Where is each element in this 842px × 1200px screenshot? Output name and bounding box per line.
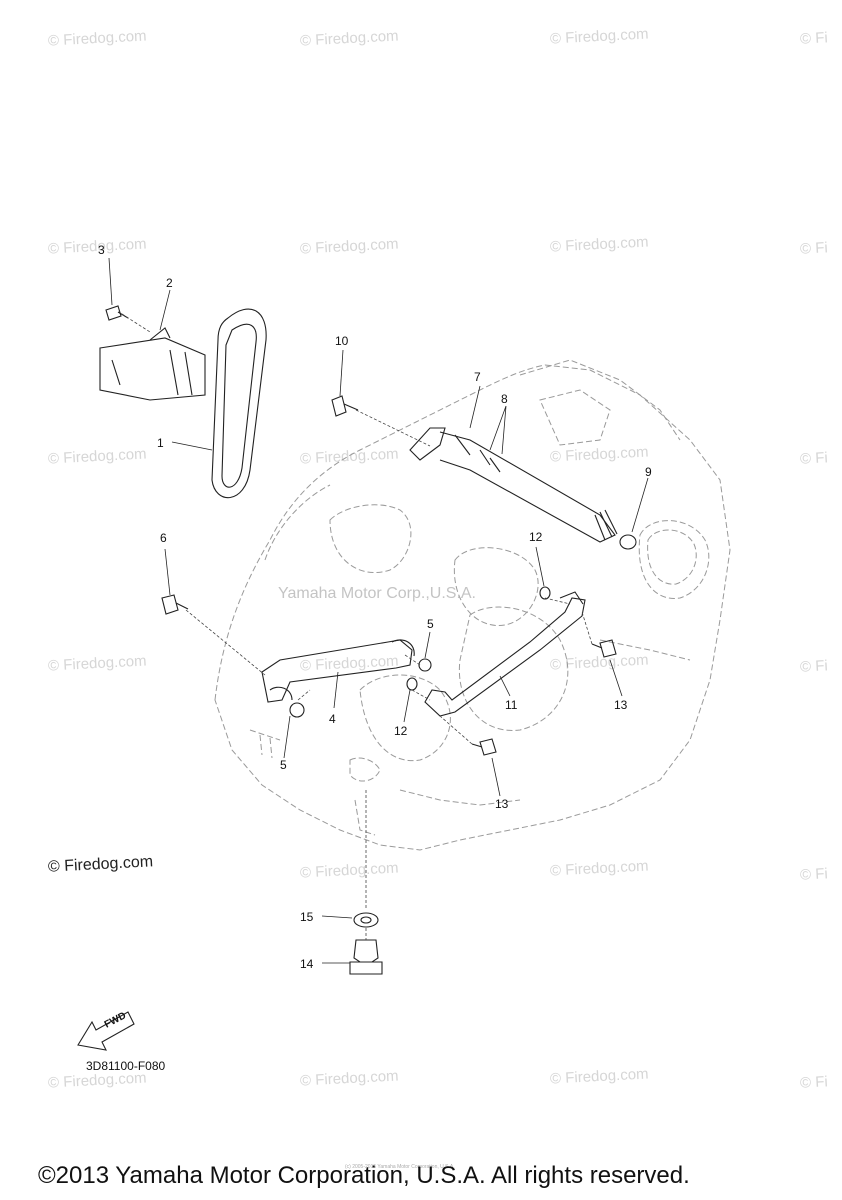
o-ring-part	[619, 534, 637, 550]
oil-pipe-part	[424, 597, 586, 717]
callout-label: 13	[495, 797, 509, 811]
fwd-arrow-icon	[77, 1011, 135, 1051]
leader-lines	[108, 257, 649, 964]
callout-label: 12	[529, 530, 543, 544]
chain-guide-part	[99, 337, 206, 401]
oil-pipe-part	[409, 427, 446, 461]
callout-label: 5	[280, 758, 287, 772]
callout-label: 15	[300, 910, 314, 924]
callout-label: 12	[394, 724, 408, 738]
drain-plug-part	[353, 939, 379, 963]
diagram-code: 3D81100-F080	[86, 1059, 166, 1073]
gasket-part	[353, 912, 379, 928]
bolt-part	[161, 594, 179, 615]
callout-label: 14	[300, 957, 314, 971]
fine-print: (c) 2005-2015 Yamaha Motor Corporation, …	[345, 1164, 455, 1170]
o-ring-part	[406, 677, 418, 691]
callout-label: 13	[614, 698, 628, 712]
callout-label: 2	[166, 276, 173, 290]
o-ring-part	[289, 702, 305, 718]
callout-label: 4	[329, 712, 336, 726]
callout-label: 7	[474, 370, 481, 384]
callout-label: 5	[427, 617, 434, 631]
bolt-part	[331, 395, 347, 417]
copyright-notice: ©2013 Yamaha Motor Corporation, U.S.A. A…	[38, 1162, 690, 1189]
parts-layer	[77, 305, 637, 1051]
screw-part	[105, 305, 122, 321]
callout-label: 6	[160, 531, 167, 545]
o-ring-part	[539, 586, 551, 600]
crankcase-outline	[214, 359, 731, 851]
callout-label: 9	[645, 465, 652, 479]
gasket-part	[360, 916, 372, 924]
o-ring-part	[418, 658, 432, 672]
bolt-part	[479, 738, 497, 756]
callout-label: 11	[505, 698, 518, 712]
drive-chain-part	[211, 308, 267, 499]
callout-label: 1	[157, 436, 164, 450]
manufacturer-watermark: Yamaha Motor Corp.,U.S.A.	[278, 585, 476, 602]
callout-label: 8	[501, 392, 508, 406]
callout-label: 3	[98, 243, 105, 257]
oil-pipe-part	[261, 639, 413, 703]
bolt-part	[599, 639, 617, 658]
assembly-lines	[121, 313, 593, 940]
callout-label: 10	[335, 334, 349, 348]
